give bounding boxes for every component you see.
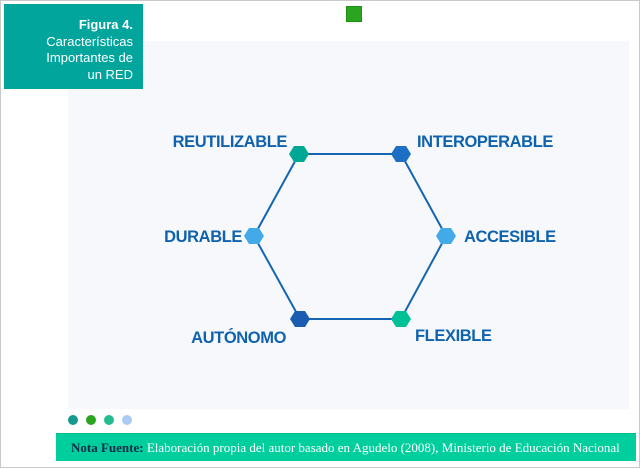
node-hexagon-autonomo: [290, 311, 310, 327]
carousel-dot-3[interactable]: [104, 415, 114, 425]
figure-caption-line: Importantes de: [46, 50, 133, 65]
node-label-flexible: FLEXIBLE: [415, 327, 492, 345]
node-hexagon-interoperable: [391, 146, 411, 162]
hexagon-diagram: REUTILIZABLE INTEROPERABLE DURABLE ACCES…: [164, 133, 556, 347]
node-hexagon-flexible: [391, 311, 411, 327]
node-label-autonomo: AUTÓNOMO: [191, 328, 286, 347]
figure-caption-line: Características: [46, 33, 133, 49]
note-text: Elaboración propia del autor basado en A…: [143, 440, 620, 455]
node-label-accesible: ACCESIBLE: [464, 228, 556, 246]
timeline-marker-square[interactable]: [346, 6, 363, 23]
node-hexagon-accesible: [436, 228, 456, 244]
node-label-interoperable: INTEROPERABLE: [417, 133, 553, 151]
figure-number: Figura 4.: [78, 17, 133, 32]
node-hexagon-reutilizable: [289, 146, 309, 162]
carousel-dot-4[interactable]: [122, 415, 132, 425]
carousel-dots: [68, 415, 132, 425]
carousel-dot-1[interactable]: [68, 415, 78, 425]
carousel-dot-2[interactable]: [86, 415, 96, 425]
node-hexagon-durable: [244, 228, 264, 244]
node-label-durable: DURABLE: [164, 228, 242, 246]
note-prefix: Nota Fuente:: [71, 440, 144, 455]
source-note-bar: Nota Fuente: Elaboración propia del auto…: [56, 433, 636, 461]
figure-label-box: Figura 4. Características Importantes de…: [4, 4, 143, 89]
figure-image-panel: REUTILIZABLE INTEROPERABLE DURABLE ACCES…: [68, 41, 629, 409]
figure-caption-line: un RED: [87, 66, 133, 82]
hexagon-edges: [252, 153, 448, 320]
green-square-icon[interactable]: [346, 6, 362, 22]
node-label-reutilizable: REUTILIZABLE: [173, 133, 288, 151]
